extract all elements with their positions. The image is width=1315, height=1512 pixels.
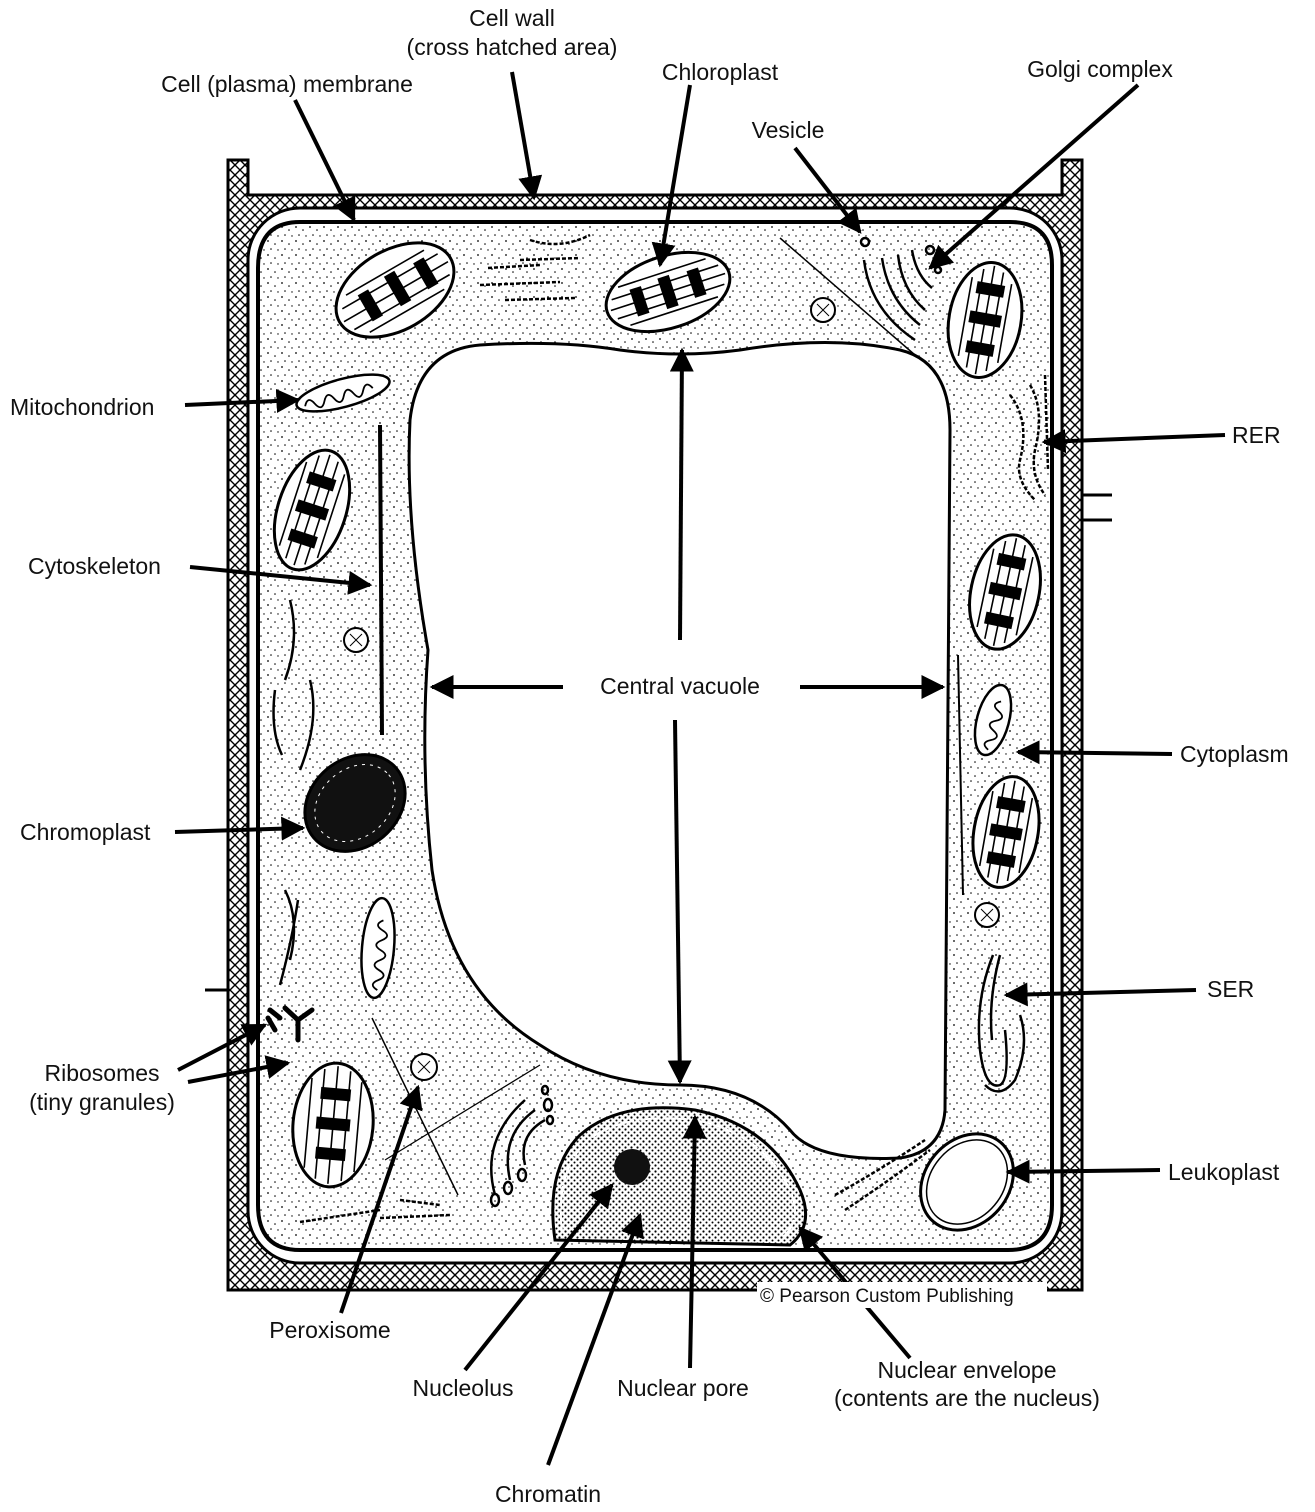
- cytoskeleton-label: Cytoskeleton: [28, 553, 161, 579]
- nuclear-envelope-sublabel: (contents are the nucleus): [834, 1385, 1100, 1411]
- chromoplast-label: Chromoplast: [20, 819, 151, 845]
- mitochondrion-label: Mitochondrion: [10, 394, 154, 420]
- vesicle-label: Vesicle: [752, 117, 825, 143]
- nucleolus-label: Nucleolus: [413, 1375, 514, 1401]
- cytoplasm-label: Cytoplasm: [1180, 741, 1289, 767]
- cell-wall-sublabel: (cross hatched area): [407, 34, 618, 60]
- ribosomes-sublabel: (tiny granules): [29, 1089, 175, 1115]
- golgi-complex-label: Golgi complex: [1027, 56, 1173, 82]
- leukoplast-label: Leukoplast: [1168, 1159, 1280, 1185]
- copyright-notice: © Pearson Custom Publishing: [760, 1286, 1014, 1307]
- ribosomes-label: Ribosomes: [44, 1060, 159, 1086]
- nuclear-pore-label: Nuclear pore: [617, 1375, 749, 1401]
- central-vacuole-label: Central vacuole: [600, 673, 760, 699]
- cell-wall-label: Cell wall: [469, 5, 555, 31]
- nuclear-envelope-label: Nuclear envelope: [877, 1357, 1056, 1383]
- rer-label: RER: [1232, 422, 1281, 448]
- chloroplast-label: Chloroplast: [662, 59, 779, 85]
- ser-label: SER: [1207, 976, 1254, 1002]
- peroxisome-label: Peroxisome: [269, 1317, 390, 1343]
- plasma-membrane-label: Cell (plasma) membrane: [161, 71, 413, 97]
- chromatin-label: Chromatin: [495, 1481, 601, 1507]
